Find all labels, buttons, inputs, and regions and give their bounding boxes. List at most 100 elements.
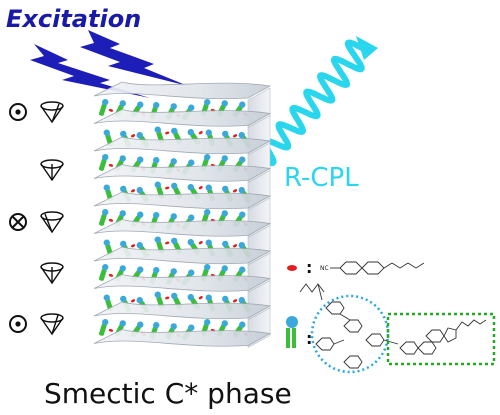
dipole-dot xyxy=(165,131,170,135)
rod-head xyxy=(154,236,161,243)
dipole-dot xyxy=(198,296,203,300)
dipole-dot xyxy=(165,186,170,190)
tpe-highlight-circle xyxy=(310,294,390,374)
legend: : NC : xyxy=(286,258,496,374)
rod-head xyxy=(102,208,109,216)
dipole-dot xyxy=(108,108,114,112)
smectic-layer xyxy=(93,136,272,155)
circle-dot-icon xyxy=(9,315,27,333)
cone-director xyxy=(51,314,59,335)
rod-head xyxy=(153,321,160,329)
mesogen-rod xyxy=(98,98,114,116)
rod-head xyxy=(239,321,246,328)
rod-head xyxy=(239,101,246,108)
rod-head xyxy=(153,211,160,219)
mesogen-rod xyxy=(98,208,114,226)
rod-head xyxy=(102,318,109,326)
dipole-dot xyxy=(131,299,136,303)
dipole-dot xyxy=(198,241,203,245)
smectic-layer xyxy=(93,301,272,320)
smectic-layer xyxy=(93,329,272,347)
rod-tail xyxy=(98,213,107,226)
cholesterol-structure-icon xyxy=(383,319,487,355)
rod-head xyxy=(170,158,177,165)
rod-head xyxy=(188,159,195,166)
phase-label: Smectic C* phase xyxy=(44,377,292,410)
dipole-dot xyxy=(233,189,238,193)
smectic-layer xyxy=(93,164,272,182)
side-markers xyxy=(9,101,64,336)
rod-head xyxy=(204,263,211,271)
rod-head xyxy=(103,184,110,191)
rod-head xyxy=(187,128,194,136)
rod-head xyxy=(103,294,110,301)
rod-head xyxy=(171,182,178,190)
cross-line xyxy=(11,215,25,229)
rod-head xyxy=(205,129,212,136)
dipole-dot xyxy=(108,328,114,332)
rod-head xyxy=(239,211,246,218)
rod-head xyxy=(204,153,211,161)
rod-head xyxy=(187,183,194,191)
rod-head xyxy=(187,293,194,301)
rod-head xyxy=(171,127,178,135)
rod-tail xyxy=(98,323,107,336)
smectic-layer xyxy=(93,81,272,100)
dipole-dot xyxy=(108,273,114,277)
legend-colon-1: : xyxy=(306,258,312,277)
helix-arrow-icon xyxy=(259,36,378,167)
rod-head xyxy=(119,100,126,107)
rod-head xyxy=(187,238,194,246)
rod-head xyxy=(205,239,212,246)
dipole-dot xyxy=(108,218,114,222)
smectic-layer xyxy=(93,246,272,265)
dipole-dot xyxy=(198,186,203,190)
legend-colon-2: : xyxy=(306,329,312,348)
rod-head xyxy=(171,292,178,300)
rod-head xyxy=(205,184,212,191)
precession-cone-icon xyxy=(40,211,64,221)
rod-head xyxy=(103,239,110,246)
cone-director xyxy=(44,213,53,233)
biphenyl-structure-icon xyxy=(330,261,425,275)
layer-stack xyxy=(93,81,272,349)
circle-dot-icon xyxy=(9,103,27,121)
rod-head xyxy=(136,241,143,249)
dipole-dot xyxy=(131,244,136,248)
rod-head xyxy=(222,240,229,248)
rod-head xyxy=(119,320,126,327)
rod-head xyxy=(120,130,127,138)
rod-head xyxy=(120,295,127,303)
rod-head xyxy=(102,263,109,271)
rod-head xyxy=(204,208,211,216)
nc-label: NC xyxy=(320,265,329,272)
rod-head xyxy=(221,210,228,217)
precession-cone-icon xyxy=(40,313,64,323)
legend-dipole-dot xyxy=(287,265,297,271)
rod-head xyxy=(222,130,229,138)
dipole-dot xyxy=(233,134,238,138)
dipole-dot xyxy=(233,244,238,248)
rod-head xyxy=(238,296,245,304)
dipole-dot xyxy=(131,189,136,193)
rod-head xyxy=(119,155,126,162)
rod-head xyxy=(153,156,160,164)
smectic-layer xyxy=(93,219,272,237)
dipole-dot xyxy=(165,241,170,245)
rod-tail xyxy=(98,103,107,116)
circle-dot-center xyxy=(15,321,21,327)
circle-cross-icon xyxy=(9,213,27,231)
rod-head xyxy=(188,214,195,221)
rod-head xyxy=(154,181,161,188)
rod-head xyxy=(221,100,228,107)
rod-head xyxy=(153,266,160,274)
rod-head xyxy=(137,321,144,328)
rod-head xyxy=(205,294,212,301)
rod-head xyxy=(137,101,144,108)
rod-tail xyxy=(98,158,107,171)
rod-head xyxy=(103,129,110,136)
lightning-bolt-icon xyxy=(30,30,188,98)
dipole-dot xyxy=(198,131,203,135)
rod-head xyxy=(221,265,228,272)
rod-head xyxy=(239,266,246,273)
